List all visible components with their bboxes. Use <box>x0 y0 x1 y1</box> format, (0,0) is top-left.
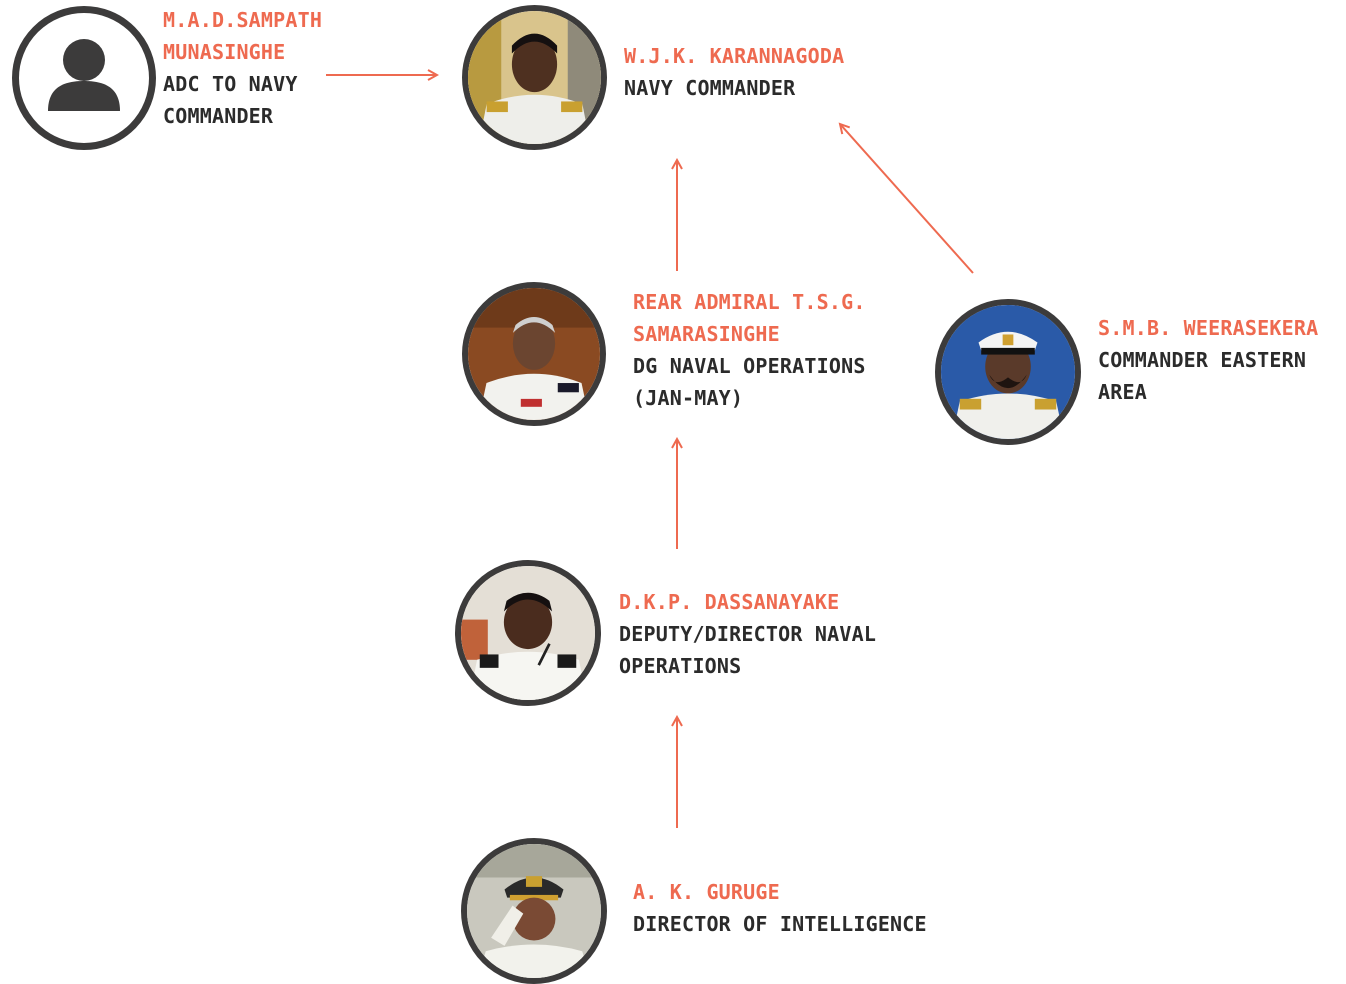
person-name: W.J.K. KARANNAGODA <box>624 44 845 68</box>
avatar-samarasinghe <box>462 282 606 426</box>
officer-portrait <box>941 305 1075 439</box>
person-role: NAVY COMMANDER <box>624 76 796 100</box>
label-dassanayake: D.K.P. DASSANAYAKE DEPUTY/DIRECTOR NAVAL… <box>619 586 876 682</box>
avatar-weerasekera <box>935 299 1081 445</box>
person-role: OPERATIONS <box>619 654 742 678</box>
avatar-guruge <box>461 838 607 984</box>
label-guruge: A. K. GURUGE DIRECTOR OF INTELLIGENCE <box>633 876 927 940</box>
officer-portrait <box>461 566 595 700</box>
user-placeholder-icon <box>48 39 120 111</box>
person-role: COMMANDER EASTERN <box>1098 348 1307 372</box>
person-role: (JAN-MAY) <box>633 386 744 410</box>
person-name: A. K. GURUGE <box>633 880 780 904</box>
avatar-karannagoda <box>462 5 607 150</box>
label-weerasekera: S.M.B. WEERASEKERA COMMANDER EASTERN ARE… <box>1098 312 1318 408</box>
officer-portrait <box>468 11 601 144</box>
person-role: AREA <box>1098 380 1147 404</box>
person-name: REAR ADMIRAL T.S.G. <box>633 290 866 314</box>
person-role: DEPUTY/DIRECTOR NAVAL <box>619 622 877 646</box>
person-role: COMMANDER <box>163 104 274 128</box>
person-name: S.M.B. WEERASEKERA <box>1098 316 1319 340</box>
person-name: MUNASINGHE <box>163 40 286 64</box>
person-name: D.K.P. DASSANAYAKE <box>619 590 840 614</box>
officer-portrait <box>468 288 600 420</box>
officer-portrait <box>467 844 601 978</box>
person-name: SAMARASINGHE <box>633 322 780 346</box>
person-role: ADC TO NAVY <box>163 72 298 96</box>
avatar-dassanayake <box>455 560 601 706</box>
arrow-weerasekera-to-karannagoda <box>840 124 974 274</box>
label-sampath: M.A.D.SAMPATH MUNASINGHE ADC TO NAVY COM… <box>163 4 322 132</box>
person-role: DG NAVAL OPERATIONS <box>633 354 866 378</box>
label-samarasinghe: REAR ADMIRAL T.S.G. SAMARASINGHE DG NAVA… <box>633 286 866 414</box>
label-karannagoda: W.J.K. KARANNAGODA NAVY COMMANDER <box>624 40 844 104</box>
avatar-sampath <box>12 6 156 150</box>
person-role: DIRECTOR OF INTELLIGENCE <box>633 912 927 936</box>
person-name: M.A.D.SAMPATH <box>163 8 323 32</box>
